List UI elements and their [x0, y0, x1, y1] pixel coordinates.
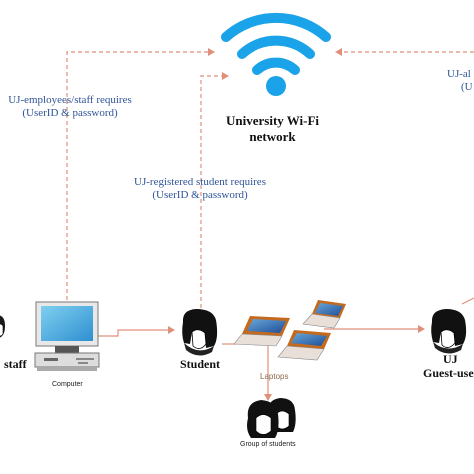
student-note-line2: (UserID & password) — [152, 189, 248, 202]
staff-label: staff — [4, 357, 27, 371]
laptop-top-right — [302, 300, 346, 329]
guest-label-line1: UJ — [443, 352, 458, 366]
laptops-label: Laptops — [260, 372, 289, 381]
network-title: University Wi-Fi network — [226, 113, 319, 144]
staff-avatar — [0, 315, 5, 338]
guest-label-line2: Guest-use — [423, 366, 474, 381]
staff-note-line1: UJ-employees/staff requires — [8, 94, 132, 106]
student-requirement-note: UJ-registered student requires (UserID &… — [118, 176, 282, 202]
connection-lines — [66, 48, 474, 401]
laptops-icon — [233, 300, 346, 361]
computer-to-student-arrow — [98, 326, 175, 337]
laptop-left — [233, 316, 290, 347]
network-title-line2: network — [249, 128, 296, 144]
laptop-bottom-right — [277, 330, 331, 361]
guest-requirement-note: UJ-al (U — [447, 68, 473, 94]
computer-label: Computer — [52, 381, 83, 388]
guest-avatar — [431, 309, 467, 354]
staff-requirement-note: UJ-employees/staff requires (UserID & pa… — [0, 94, 140, 120]
network-title-line1: University Wi-Fi — [226, 113, 320, 128]
staff-note-line2: (UserID & password) — [22, 107, 118, 120]
student-note-line1: UJ-registered student requires — [134, 176, 266, 188]
guest-note-line1: UJ-al — [447, 68, 471, 80]
wifi-icon — [221, 12, 331, 96]
staff-to-wifi-line — [66, 48, 215, 300]
student-avatar — [182, 309, 218, 356]
student-to-wifi-line — [200, 72, 229, 308]
computer-icon — [34, 301, 100, 371]
group-label: Group of students — [240, 441, 296, 448]
guest-label: UJ Guest-use — [423, 352, 474, 381]
guest-right-line — [461, 297, 474, 305]
guest-note-line2: (U — [461, 81, 473, 94]
student-label: Student — [180, 357, 221, 371]
group-of-students-icon — [247, 398, 296, 438]
